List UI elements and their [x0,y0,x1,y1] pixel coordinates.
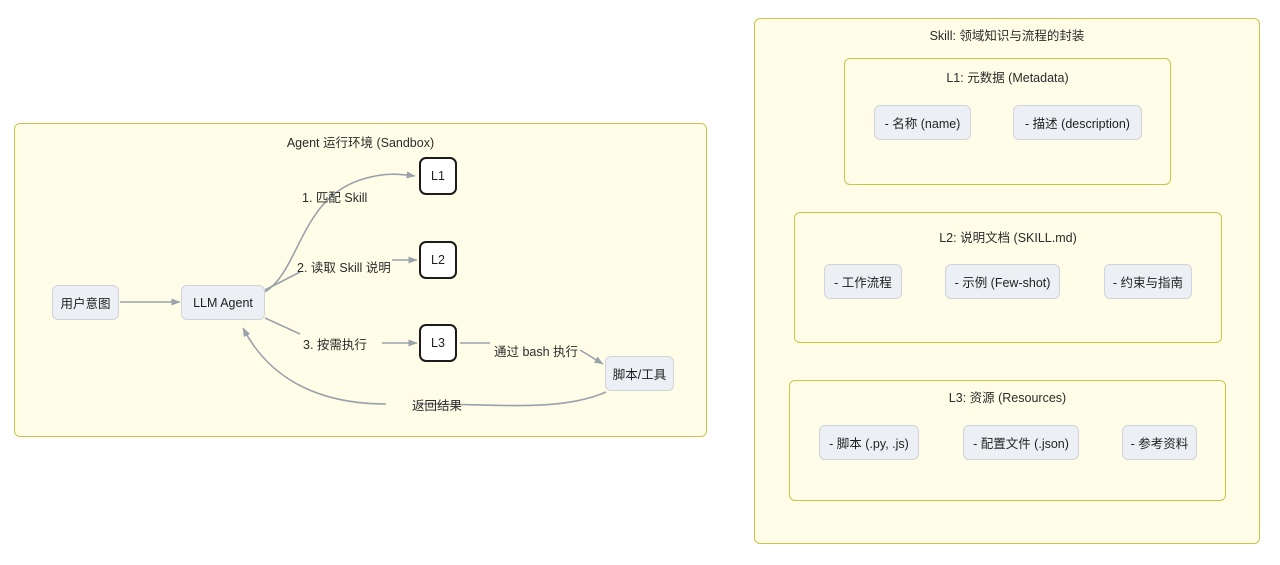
node-l1[interactable]: L1 [419,157,457,195]
item-l2-workflow[interactable]: - 工作流程 [824,264,902,299]
item-l1-name[interactable]: - 名称 (name) [874,105,971,140]
item-l2-few-shot[interactable]: - 示例 (Few-shot) [945,264,1060,299]
node-llm-agent[interactable]: LLM Agent [181,285,265,320]
edge-label-read-skill: 2. 读取 Skill 说明 [297,261,391,275]
node-l2[interactable]: L2 [419,241,457,279]
node-script-tool[interactable]: 脚本/工具 [605,356,674,391]
item-l3-config[interactable]: - 配置文件 (.json) [963,425,1079,460]
edge-label-match-skill: 1. 匹配 Skill [302,191,368,205]
node-l3[interactable]: L3 [419,324,457,362]
node-user-intent[interactable]: 用户意图 [52,285,119,320]
edge-label-return-result: 返回结果 [412,399,463,413]
cluster-l3-resources-title: L3: 资源 (Resources) [948,391,1067,405]
cluster-agent-sandbox [14,123,707,437]
item-l2-constraints[interactable]: - 约束与指南 [1104,264,1192,299]
edge-label-execute-on-demand: 3. 按需执行 [303,338,367,352]
edge-label-via-bash: 通过 bash 执行 [494,345,579,359]
cluster-skill-title: Skill: 领域知识与流程的封装 [929,29,1085,43]
item-l3-reference[interactable]: - 参考资料 [1122,425,1197,460]
cluster-agent-sandbox-title: Agent 运行环境 (Sandbox) [286,136,435,150]
item-l1-description[interactable]: - 描述 (description) [1013,105,1142,140]
item-l3-scripts[interactable]: - 脚本 (.py, .js) [819,425,919,460]
cluster-l2-skillmd-title: L2: 说明文档 (SKILL.md) [939,231,1077,245]
cluster-l1-metadata-title: L1: 元数据 (Metadata) [946,71,1069,85]
